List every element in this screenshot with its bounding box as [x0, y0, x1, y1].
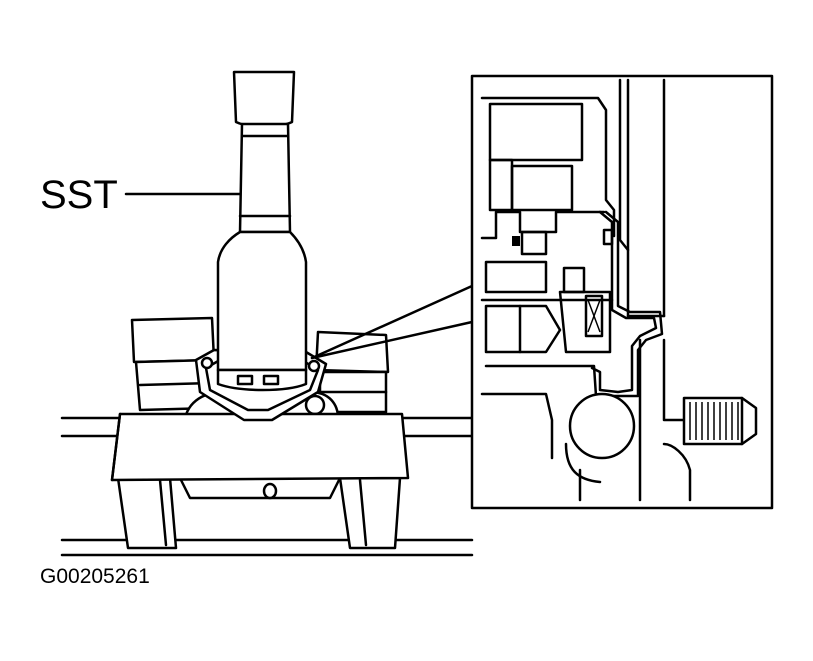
sst-tool: [216, 70, 308, 392]
detail-leader: [310, 284, 474, 360]
detail-inset: [470, 74, 774, 510]
sst-callout: SST: [40, 173, 242, 217]
sst-label: SST: [40, 173, 118, 217]
figure-code: G00205261: [40, 565, 150, 588]
